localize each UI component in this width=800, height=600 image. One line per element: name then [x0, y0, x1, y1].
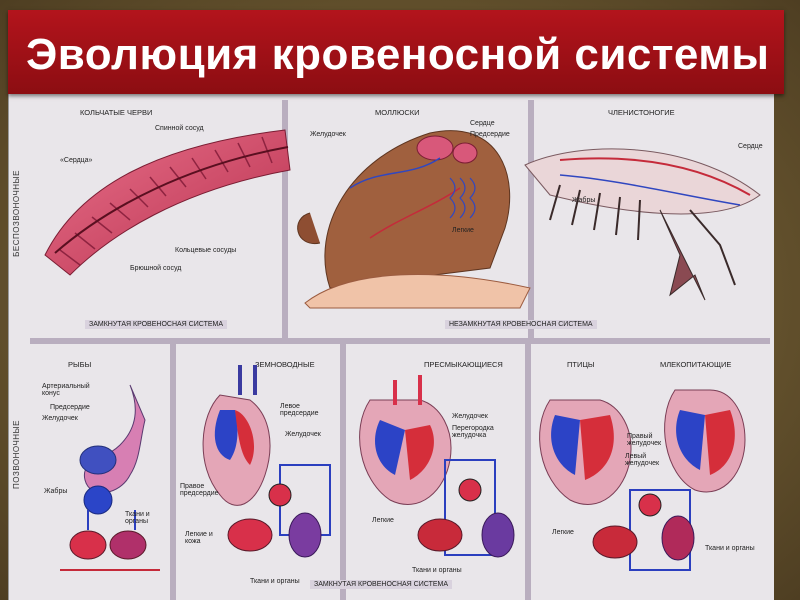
amphibian-heart-illustration [202, 365, 331, 558]
label-amphibian-tissues: Ткани и органы [250, 578, 300, 585]
label-left-ventricle: Левый желудочек [625, 453, 660, 468]
label-ventral-vessel: Брюшной сосуд [130, 265, 182, 272]
panel-title-amphibians: Земноводные [255, 360, 315, 369]
label-dorsal-vessel: Спинной сосуд [155, 125, 204, 132]
reptile-heart-illustration [359, 375, 515, 558]
arthropod-illustration [524, 148, 761, 301]
label-hearts: «Сердца» [60, 157, 93, 164]
panel-title-fish: Рыбы [68, 360, 92, 369]
mollusk-illustration [297, 130, 531, 309]
label-reptile-lungs: Легкие [372, 517, 394, 524]
panel-title-arthropods: Членистоногие [608, 108, 675, 117]
label-fish-tissues: Ткани и органы [125, 511, 150, 526]
label-fish-gills: Жабры [44, 488, 68, 495]
worm-illustration [44, 129, 291, 276]
label-closed-system-top: Замкнутая кровеносная система [85, 320, 228, 329]
label-reptile-ventricle: Желудочек [452, 413, 488, 420]
panel-title-mammals: Млекопитающие [660, 360, 732, 369]
label-left-atrium: Левое предсердие [280, 403, 319, 418]
label-open-system-top: Незамкнутая кровеносная система [445, 320, 597, 329]
section-label-invertebrates: Беспозвоночные [12, 170, 21, 257]
section-label-vertebrates: Позвоночные [12, 420, 21, 489]
label-reptile-tissues: Ткани и органы [412, 567, 462, 574]
label-atrium: Предсердие [470, 131, 510, 138]
fish-heart-illustration [60, 384, 160, 571]
label-ventricle-septum: Перегородка желудочка [452, 425, 494, 440]
label-arthropod-heart: Сердце [738, 143, 763, 150]
slide-title: Эволюция кровеносной системы [26, 30, 770, 79]
label-ring-vessels: Кольцевые сосуды [175, 247, 237, 254]
title-banner: Эволюция кровеносной системы [8, 10, 784, 94]
label-amphibian-ventricle: Желудочек [285, 431, 321, 438]
separator [525, 344, 531, 600]
label-lungs-skin: Легкие и кожа [185, 531, 213, 546]
separator [30, 338, 770, 344]
label-closed-system-bottom: Замкнутая кровеносная система [310, 580, 453, 589]
panel-title-reptiles: Пресмыкающиеся [424, 360, 503, 369]
label-fish-atrium: Предсердие [50, 404, 90, 411]
label-right-atrium: Правое предсердие [180, 483, 219, 498]
separator [170, 344, 176, 600]
label-heart: Сердце [470, 120, 495, 127]
label-mammal-tissues: Ткани и органы [705, 545, 755, 552]
separator [528, 100, 534, 340]
label-right-ventricle: Правый желудочек [627, 433, 662, 448]
label-fish-ventricle: Желудочек [42, 415, 78, 422]
panel-title-worms: Кольчатые черви [80, 108, 153, 117]
label-mammal-lungs: Легкие [552, 529, 574, 536]
label-ventricle: Желудочек [310, 131, 346, 138]
bird-mammal-hearts-illustration [539, 389, 746, 571]
label-lungs: Легкие [452, 227, 474, 234]
separator [282, 100, 288, 340]
separator [340, 344, 346, 600]
panel-title-mollusks: Моллюски [375, 108, 420, 117]
label-gills: Жабры [572, 197, 596, 204]
label-arterial-cone: Артериальный конус [42, 383, 90, 398]
panel-title-birds: Птицы [567, 360, 595, 369]
